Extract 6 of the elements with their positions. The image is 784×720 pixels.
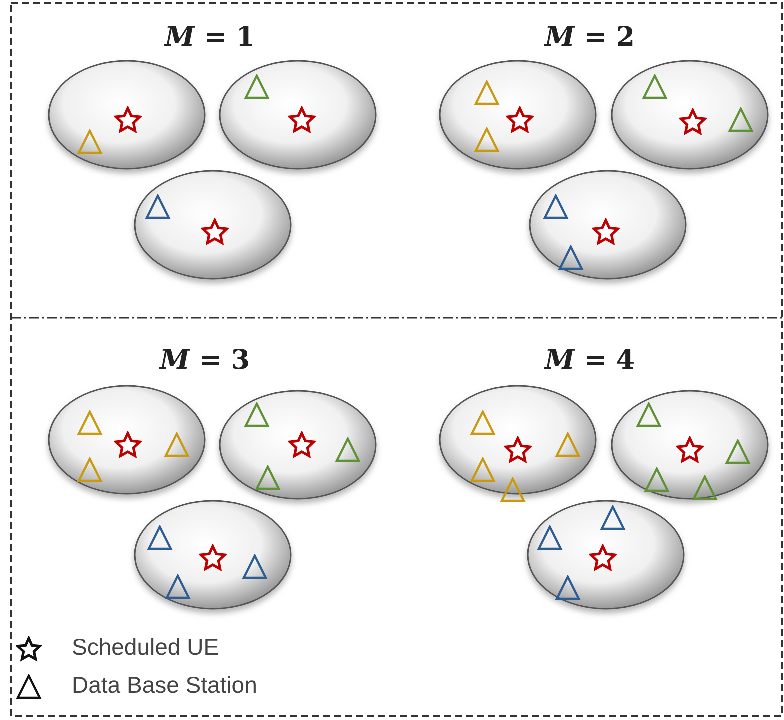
legend-label: Data Base Station bbox=[72, 672, 258, 699]
panel-heading: M = 2 bbox=[544, 22, 636, 53]
panel-heading: M = 4 bbox=[544, 345, 636, 376]
legend-label: Scheduled UE bbox=[72, 634, 220, 661]
panel-heading: M = 3 bbox=[160, 345, 250, 376]
panel-heading: M = 1 bbox=[164, 22, 256, 53]
